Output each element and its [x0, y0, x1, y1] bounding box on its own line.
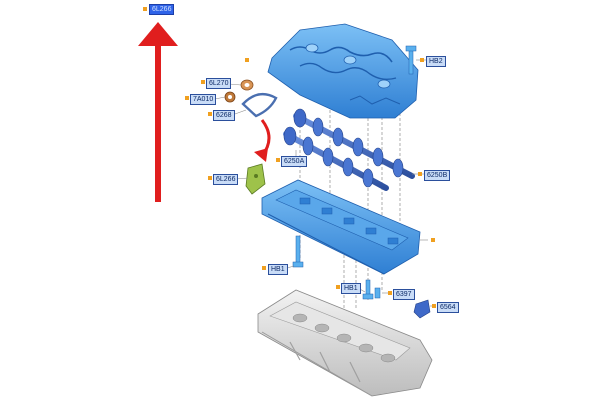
bolt-hb2 — [405, 45, 417, 75]
marker-dot — [431, 238, 435, 242]
bolt-hb1-right — [362, 279, 374, 300]
callout-6l266: 6L266 — [213, 174, 239, 185]
camshaft-carrier — [261, 179, 421, 275]
callout-6l270: 6L270 — [206, 78, 232, 89]
callout-7a010: 7A010 — [190, 94, 217, 105]
marker-dot — [208, 176, 212, 180]
pin-6397 — [374, 287, 381, 299]
marker-dot — [245, 58, 249, 62]
seal-6l270 — [240, 79, 254, 91]
marker-dot — [201, 80, 205, 84]
red-curved-arrow-icon — [254, 119, 271, 162]
camshaft-6250b — [283, 126, 389, 191]
marker-dot — [420, 58, 424, 62]
marker-dot — [276, 158, 280, 162]
callout-6268: 6268 — [213, 110, 235, 121]
callout-top-reference: 6L266 — [149, 4, 175, 15]
valve-cover — [267, 23, 419, 119]
seal-7a010 — [224, 91, 236, 103]
marker-dot — [418, 172, 422, 176]
callout-hb1-right: HB1 — [341, 283, 361, 294]
gasket-6268 — [241, 92, 278, 118]
marker-dot — [208, 112, 212, 116]
bolt-hb1-left — [292, 235, 304, 268]
marker-dot — [388, 291, 392, 295]
marker-dot — [185, 96, 189, 100]
sensor-6564 — [413, 299, 431, 319]
callout-6250a: 6250A — [281, 156, 308, 167]
red-up-arrow-icon — [138, 22, 178, 202]
callout-6250b: 6250B — [424, 170, 451, 181]
bracket-6l266 — [245, 163, 266, 195]
callout-6397: 6397 — [393, 289, 415, 300]
camshaft-6250a — [293, 108, 415, 179]
callout-hb1-left: HB1 — [268, 264, 288, 275]
callout-hb2: HB2 — [426, 56, 446, 67]
marker-dot — [143, 7, 147, 11]
cylinder-head — [257, 289, 433, 397]
marker-dot — [432, 304, 436, 308]
marker-dot — [262, 266, 266, 270]
callout-6564: 6564 — [437, 302, 459, 313]
marker-dot — [336, 285, 340, 289]
